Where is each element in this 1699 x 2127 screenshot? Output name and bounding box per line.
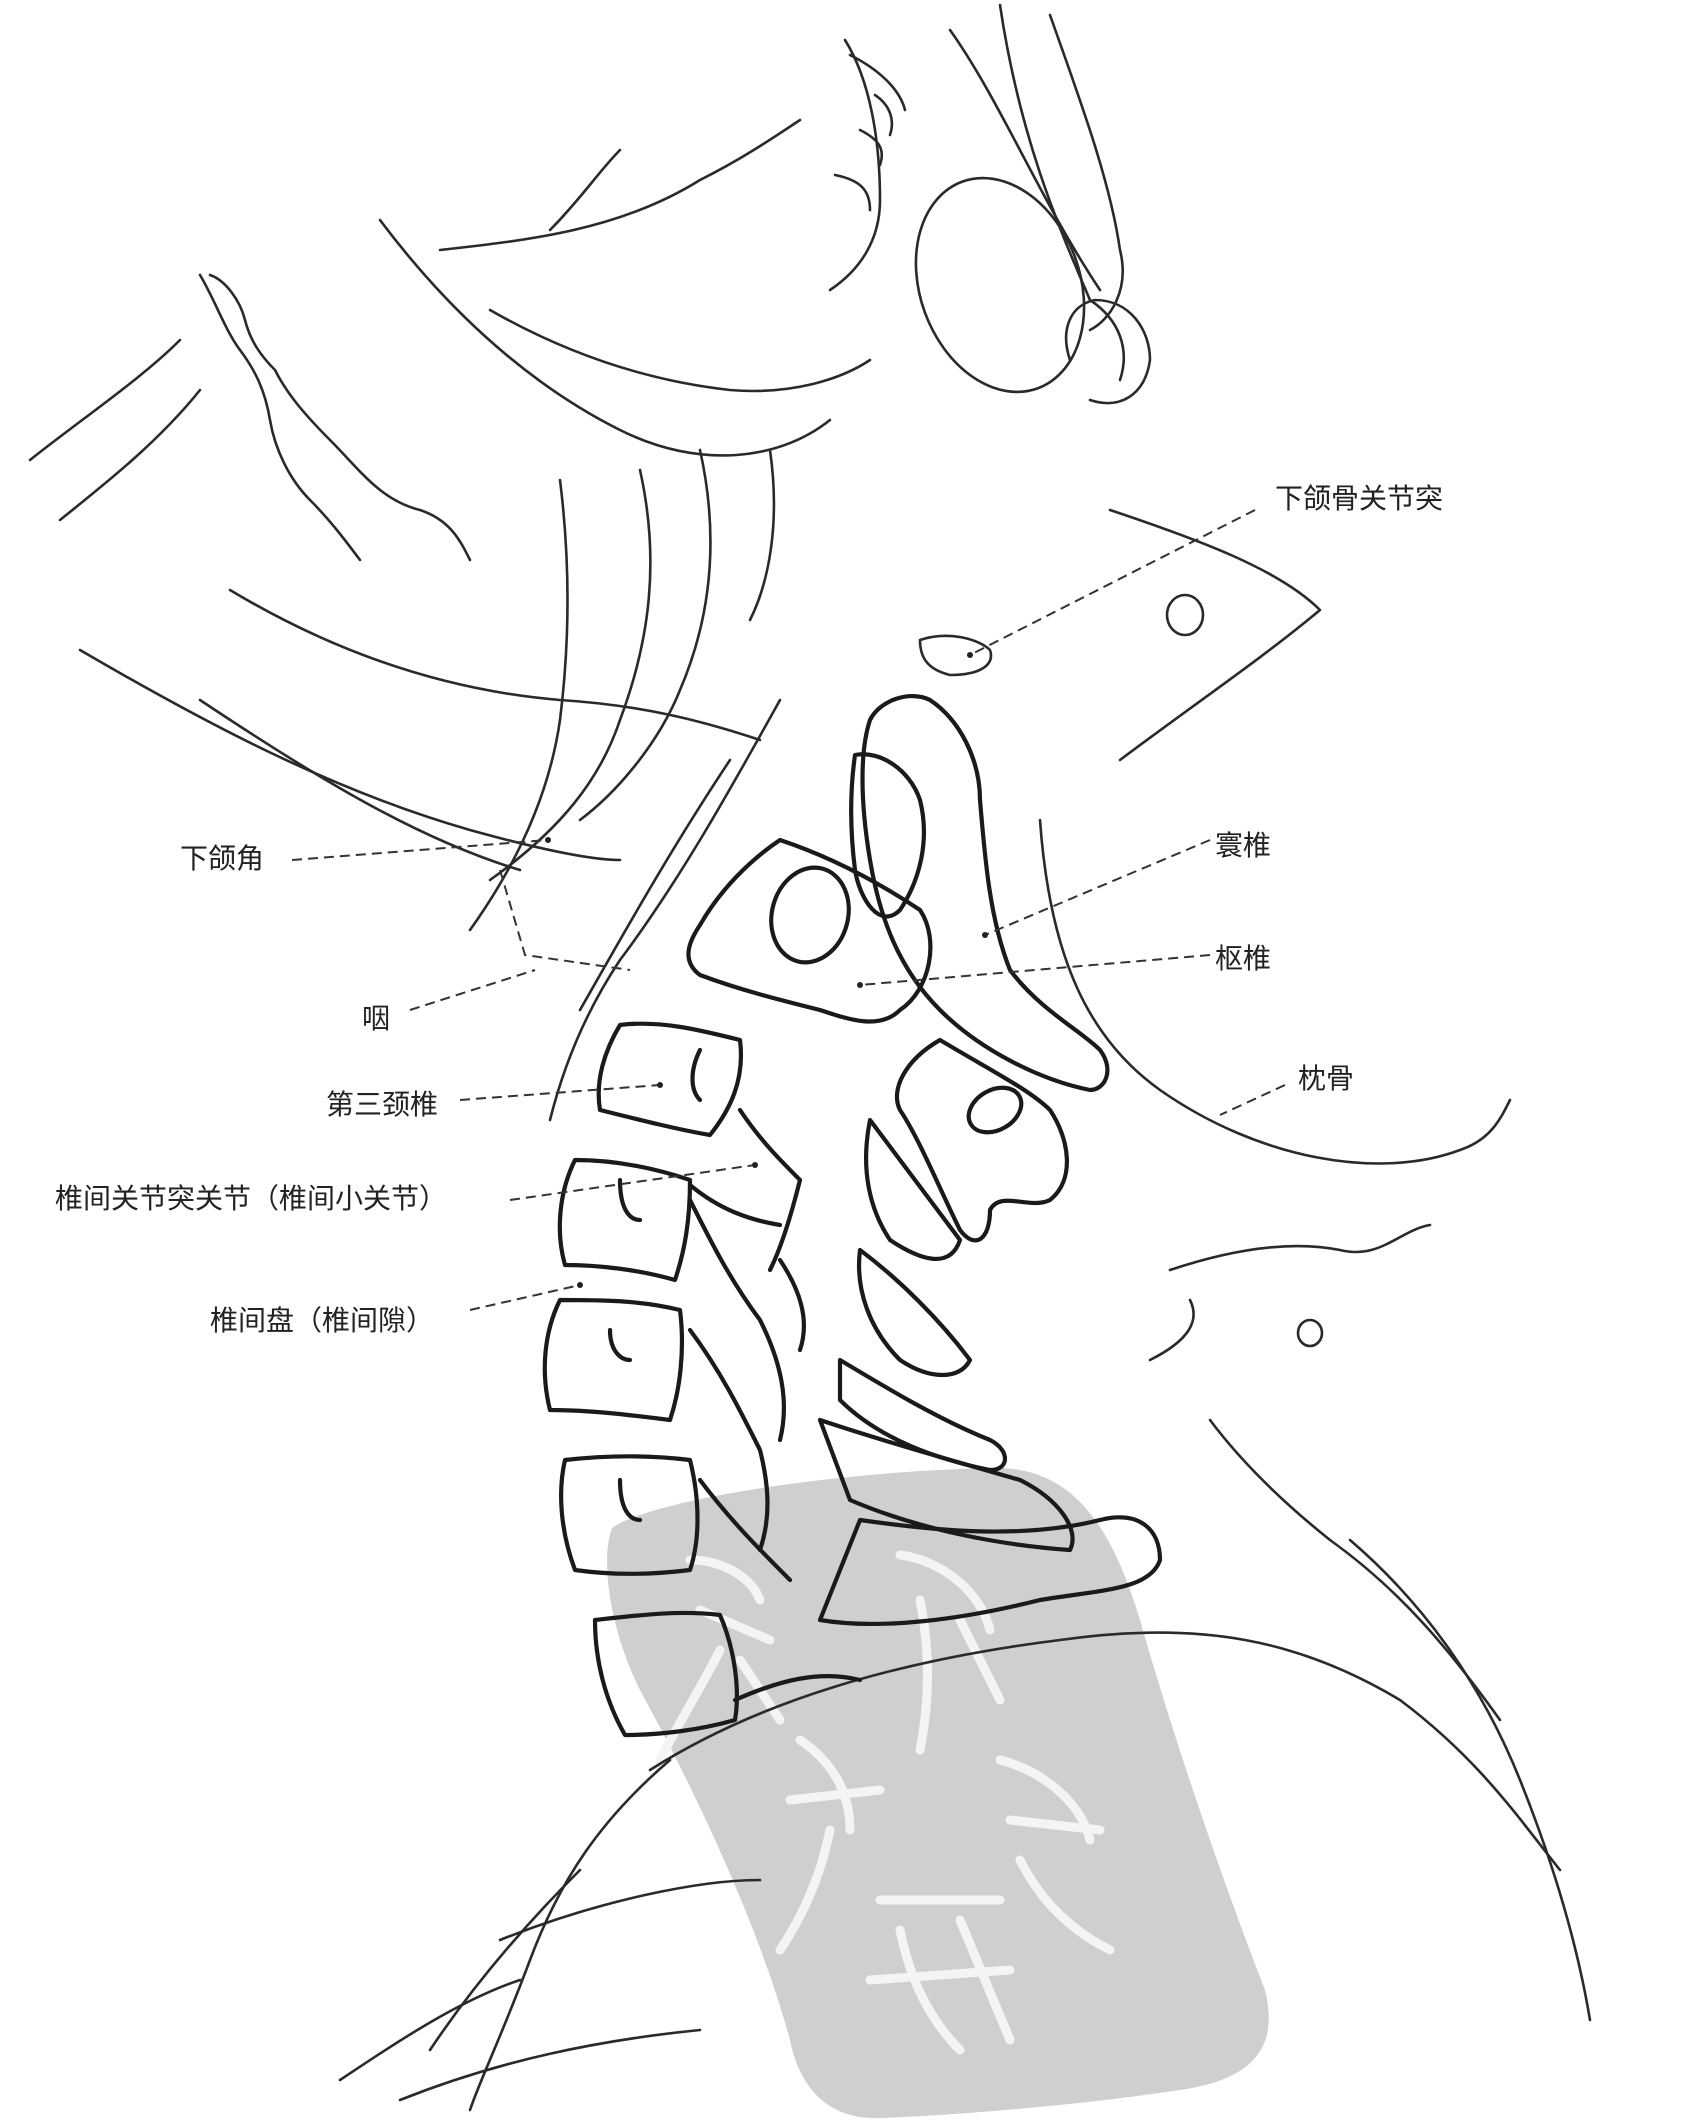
label-facet-joint: 椎间关节突关节（椎间小关节） [55, 1182, 447, 1215]
label-disc: 椎间盘（椎间隙） [210, 1304, 434, 1337]
label-third-cervical: 第三颈椎 [326, 1088, 438, 1121]
label-mandibular-condyle: 下颌骨关节突 [1275, 482, 1443, 515]
label-pharynx: 咽 [362, 1002, 390, 1035]
label-mandibular-angle: 下颌角 [180, 842, 264, 875]
label-occipital: 枕骨 [1298, 1062, 1354, 1095]
seal-stamp-icon [607, 1468, 1269, 2118]
label-axis: 枢椎 [1215, 942, 1271, 975]
label-atlas: 寰椎 [1215, 829, 1271, 862]
